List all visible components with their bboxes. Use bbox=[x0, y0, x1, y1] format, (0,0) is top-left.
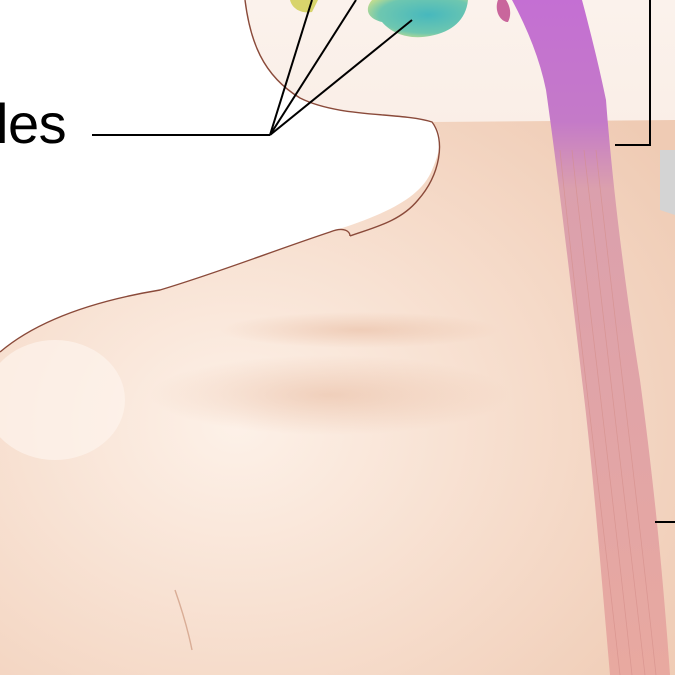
shoulder-outline bbox=[0, 228, 351, 353]
deltoid-highlight bbox=[0, 340, 125, 460]
armpit-crease bbox=[174, 589, 193, 651]
esophagus-striations bbox=[559, 149, 657, 675]
chin-outline bbox=[244, 0, 441, 237]
pharynx-tip bbox=[496, 0, 511, 22]
esophagus-bracket-line bbox=[615, 0, 651, 146]
esophagus bbox=[512, 0, 670, 675]
gland-leader-lines bbox=[92, 0, 413, 136]
salivary-glands-label: les bbox=[0, 92, 67, 155]
background-structure bbox=[660, 150, 675, 215]
salivary-gland-teal bbox=[367, 0, 468, 38]
collarbone-shadow bbox=[220, 312, 500, 348]
shoulder-shadow bbox=[150, 355, 510, 435]
